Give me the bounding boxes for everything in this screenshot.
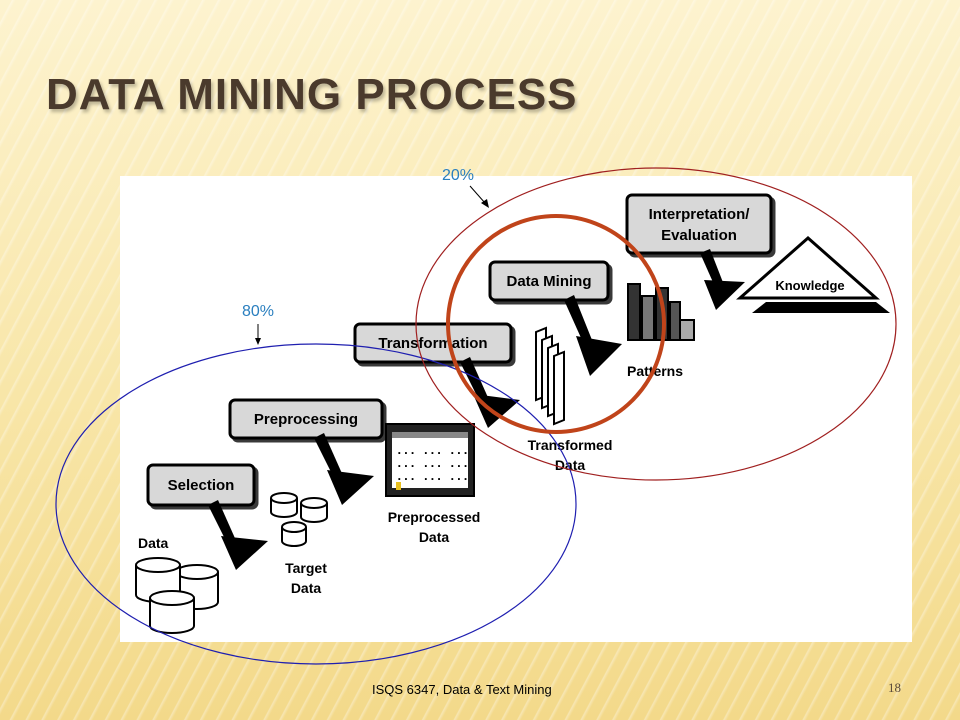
svg-text:... ... ...: ... ... ... bbox=[396, 470, 469, 483]
artifact-preprocessed-label-1: Preprocessed bbox=[388, 509, 481, 525]
ellipse-80-percent bbox=[55, 343, 577, 665]
step-selection: Selection bbox=[146, 463, 256, 507]
knowledge-pyramid-icon bbox=[736, 235, 890, 313]
artifact-preprocessed-label-2: Data bbox=[419, 529, 450, 545]
step-data-mining: Data Mining bbox=[488, 260, 610, 302]
artifact-target-label-1: Target bbox=[285, 560, 327, 576]
arrow-preprocessing bbox=[314, 433, 374, 505]
percent-80-pointer bbox=[255, 324, 261, 345]
target-data-cylinders-icon bbox=[270, 492, 328, 547]
patterns-bars-icon bbox=[627, 283, 695, 341]
data-cylinders-icon bbox=[135, 557, 219, 634]
step-transformation-label: Transformation bbox=[378, 335, 487, 352]
artifact-transformed-label-2: Data bbox=[555, 457, 586, 473]
transformed-data-sheets-icon bbox=[535, 326, 565, 426]
step-preprocessing: Preprocessing bbox=[228, 398, 384, 440]
preprocessed-data-window-icon: ... ... ... ... ... ... ... ... ... bbox=[385, 423, 475, 497]
step-interpretation-label-1: Interpretation/ bbox=[649, 206, 751, 223]
arrow-selection bbox=[208, 500, 268, 570]
step-transformation: Transformation bbox=[353, 322, 513, 364]
arrow-interpretation bbox=[700, 249, 745, 310]
percent-80-label: 80% bbox=[242, 303, 274, 320]
step-data-mining-label: Data Mining bbox=[507, 273, 592, 290]
percent-20-label: 20% bbox=[442, 167, 474, 184]
percent-20-pointer bbox=[469, 185, 489, 208]
step-preprocessing-label: Preprocessing bbox=[254, 411, 358, 428]
svg-text:... ... ...: ... ... ... bbox=[396, 457, 469, 470]
slide-title: DATA MINING PROCESS bbox=[46, 70, 578, 119]
ellipse-20-percent bbox=[415, 167, 897, 481]
slide-page-number: 18 bbox=[888, 680, 901, 695]
process-arrows bbox=[208, 249, 745, 570]
data-mining-highlight-circle bbox=[446, 214, 666, 434]
slide-footer: ISQS 6347, Data & Text Mining bbox=[372, 682, 552, 697]
artifact-data-label: Data bbox=[138, 535, 169, 551]
artifact-knowledge-label: Knowledge bbox=[775, 278, 844, 293]
artifact-transformed-label-1: Transformed bbox=[528, 437, 613, 453]
arrow-data-mining bbox=[564, 295, 622, 376]
step-selection-label: Selection bbox=[168, 477, 235, 494]
step-interpretation-label-2: Evaluation bbox=[661, 227, 737, 244]
step-interpretation-evaluation: Interpretation/ Evaluation bbox=[625, 193, 773, 255]
artifact-target-label-2: Data bbox=[291, 580, 322, 596]
svg-text:... ... ...: ... ... ... bbox=[396, 444, 469, 457]
